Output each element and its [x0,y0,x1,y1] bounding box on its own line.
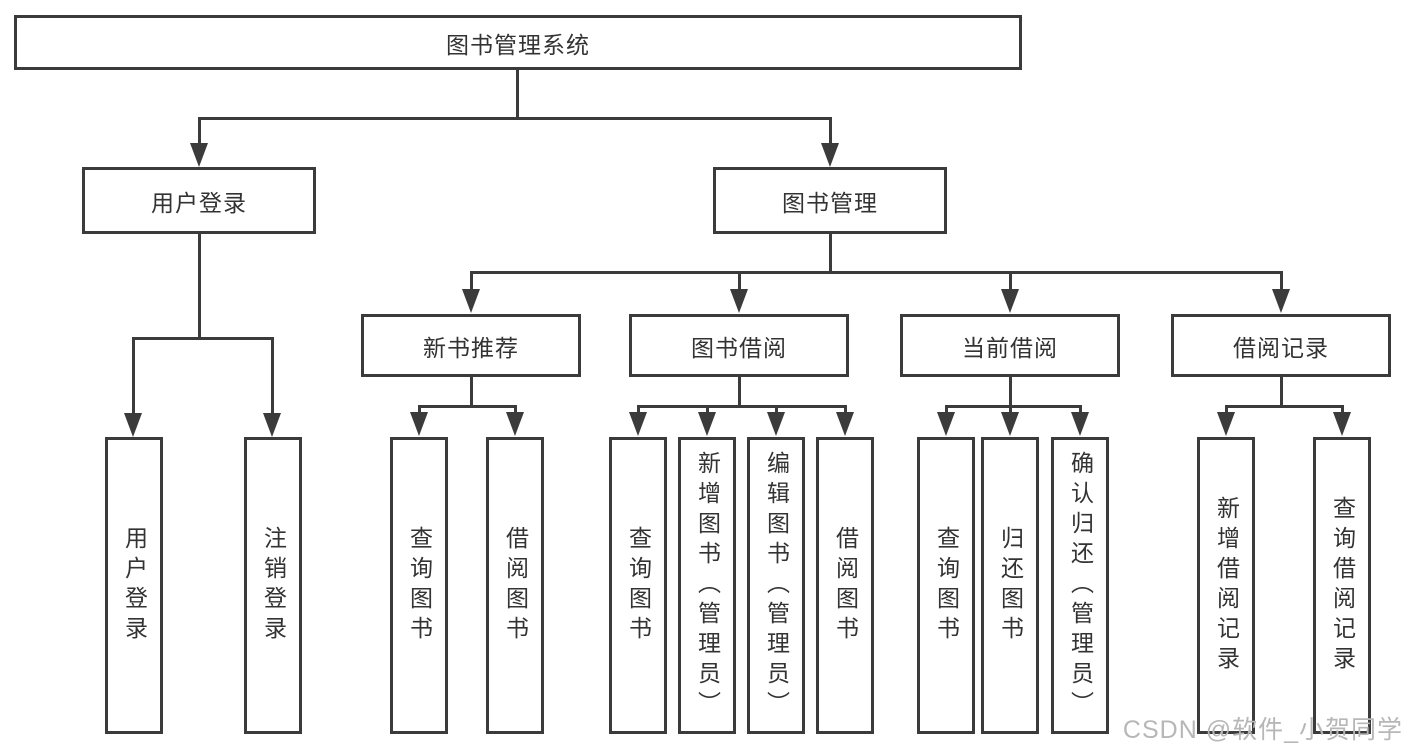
connector-line [829,234,832,273]
arrowhead-down-icon [767,412,785,436]
node-book-borrow: 图书借阅 [629,314,849,377]
connector-line [516,68,519,120]
node-borrow-records-label: 借阅记录 [1233,334,1329,361]
connector-line [271,337,274,416]
leaf-borrow-edit-books-admin: 编辑图书（管理员） [747,437,805,734]
arrowhead-down-icon [190,143,208,167]
arrowhead-down-icon [821,143,839,167]
connector-line [1341,405,1344,415]
leaf-records-query-record: 查询借阅记录 [1313,437,1371,734]
arrowhead-down-icon [1071,412,1089,436]
arrowhead-down-icon [506,412,524,436]
connector-line [844,405,847,415]
leaf-logout: 注销登录 [244,437,302,734]
connector-line [470,271,473,292]
connector-line [198,117,201,147]
arrowhead-down-icon [263,413,281,437]
connector-line [738,377,741,408]
node-root-label: 图书管理系统 [446,31,590,58]
node-current-borrow-label: 当前借阅 [962,334,1058,361]
node-book-management: 图书管理 [713,167,947,234]
arrowhead-down-icon [124,413,142,437]
connector-line [1009,271,1012,292]
arrowhead-down-icon [1001,289,1019,313]
connector-line [637,405,640,415]
connector-line [418,405,421,415]
arrowhead-down-icon [462,289,480,313]
arrowhead-down-icon [937,412,955,436]
node-user-login: 用户登录 [82,167,316,234]
connector-line [1225,405,1228,415]
leaf-current-query-books: 查询图书 [917,437,975,734]
node-current-borrow: 当前借阅 [900,314,1120,377]
connector-line [1280,377,1283,408]
node-borrow-records: 借阅记录 [1171,314,1391,377]
arrowhead-down-icon [1001,412,1019,436]
leaf-current-confirm-return-admin: 确认归还（管理员） [1051,437,1109,734]
connector-line [132,337,135,416]
connector-line [1009,405,1012,415]
node-book-management-label: 图书管理 [782,189,878,216]
connector-line [706,405,709,415]
node-new-book-recommend-label: 新书推荐 [423,334,519,361]
connector-line [829,117,832,147]
connector-line [418,405,516,408]
connector-line [132,337,274,340]
connector-line [514,405,517,415]
arrowhead-down-icon [698,412,716,436]
connector-line [198,117,832,120]
leaf-current-return-books: 归还图书 [981,437,1039,734]
connector-line [470,377,473,408]
connector-line [1225,405,1343,408]
node-book-borrow-label: 图书借阅 [691,334,787,361]
node-root: 图书管理系统 [14,15,1022,70]
connector-line [1079,405,1082,415]
arrowhead-down-icon [629,412,647,436]
connector-line [1280,271,1283,292]
connector-line [198,234,201,339]
connector-line [470,271,1282,274]
leaf-newbook-borrow-books: 借阅图书 [486,437,544,734]
arrowhead-down-icon [1272,289,1290,313]
connector-line [738,271,741,292]
connector-line [945,405,1081,408]
leaf-borrow-add-books-admin: 新增图书（管理员） [678,437,736,734]
node-new-book-recommend: 新书推荐 [361,314,581,377]
leaf-records-add-record: 新增借阅记录 [1197,437,1255,734]
arrowhead-down-icon [730,289,748,313]
arrowhead-down-icon [1217,412,1235,436]
connector-line [637,405,846,408]
arrowhead-down-icon [410,412,428,436]
node-user-login-label: 用户登录 [151,189,247,216]
leaf-borrow-borrow-books: 借阅图书 [816,437,874,734]
connector-line [1009,377,1012,408]
leaf-borrow-query-books: 查询图书 [609,437,667,734]
arrowhead-down-icon [836,412,854,436]
leaf-newbook-query-books: 查询图书 [390,437,448,734]
connector-line [945,405,948,415]
leaf-user-login: 用户登录 [105,437,163,734]
connector-line [775,405,778,415]
arrowhead-down-icon [1333,412,1351,436]
